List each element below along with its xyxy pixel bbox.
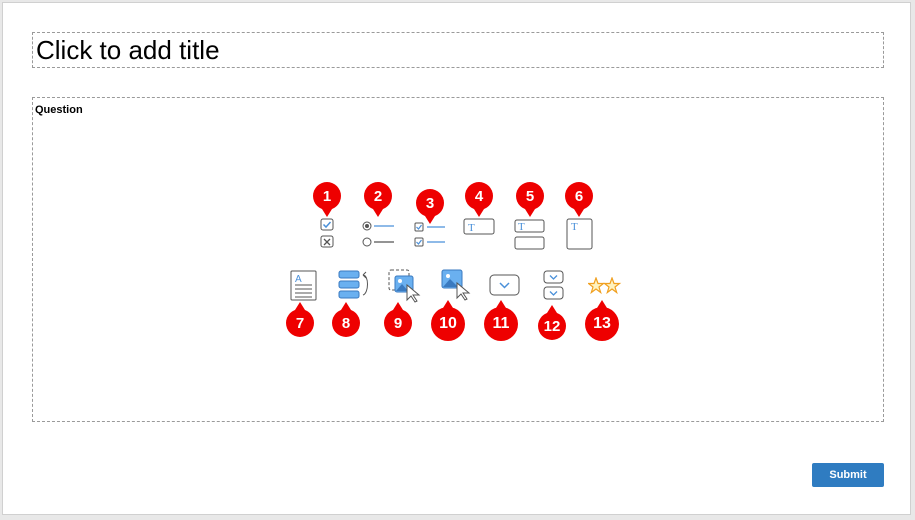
question-type-badge-12: 12: [538, 312, 566, 340]
rating-stars-icon[interactable]: [588, 277, 622, 295]
question-area[interactable]: Question: [32, 97, 884, 422]
multiple-dropdowns-icon[interactable]: [542, 269, 566, 303]
svg-text:A: A: [295, 274, 302, 285]
question-type-badge-7: 7: [286, 309, 314, 337]
question-type-badge-13: 13: [585, 307, 619, 341]
question-type-badge-1: 1: [313, 182, 341, 210]
hotspot-image-icon[interactable]: [441, 269, 473, 303]
question-type-badge-3: 3: [416, 189, 444, 217]
svg-text:T: T: [571, 221, 578, 233]
dropdown-select-icon[interactable]: [488, 273, 522, 299]
sequence-reorder-icon[interactable]: [337, 269, 373, 301]
question-type-badge-8: 8: [332, 309, 360, 337]
question-type-badge-4: 4: [465, 182, 493, 210]
svg-text:T: T: [468, 222, 475, 234]
multi-field-text-icon[interactable]: T: [513, 219, 547, 251]
svg-text:T: T: [518, 221, 525, 233]
question-type-badge-10: 10: [431, 307, 465, 341]
question-label: Question: [35, 104, 83, 116]
true-false-icon[interactable]: [319, 218, 337, 250]
title-placeholder[interactable]: Click to add title: [32, 32, 884, 68]
single-choice-radio-icon[interactable]: [362, 220, 396, 248]
question-type-badge-6: 6: [565, 182, 593, 210]
question-type-badge-11: 11: [484, 307, 518, 341]
short-text-field-icon[interactable]: T: [463, 218, 496, 236]
multiple-choice-checkbox-icon[interactable]: [413, 220, 447, 248]
submit-button[interactable]: Submit: [812, 463, 884, 487]
document-text-icon[interactable]: A: [290, 270, 318, 302]
question-type-badge-9: 9: [384, 309, 412, 337]
question-type-badge-5: 5: [516, 182, 544, 210]
question-type-badge-2: 2: [364, 182, 392, 210]
essay-text-area-icon[interactable]: T: [566, 218, 594, 252]
drag-drop-image-icon[interactable]: [388, 269, 422, 303]
